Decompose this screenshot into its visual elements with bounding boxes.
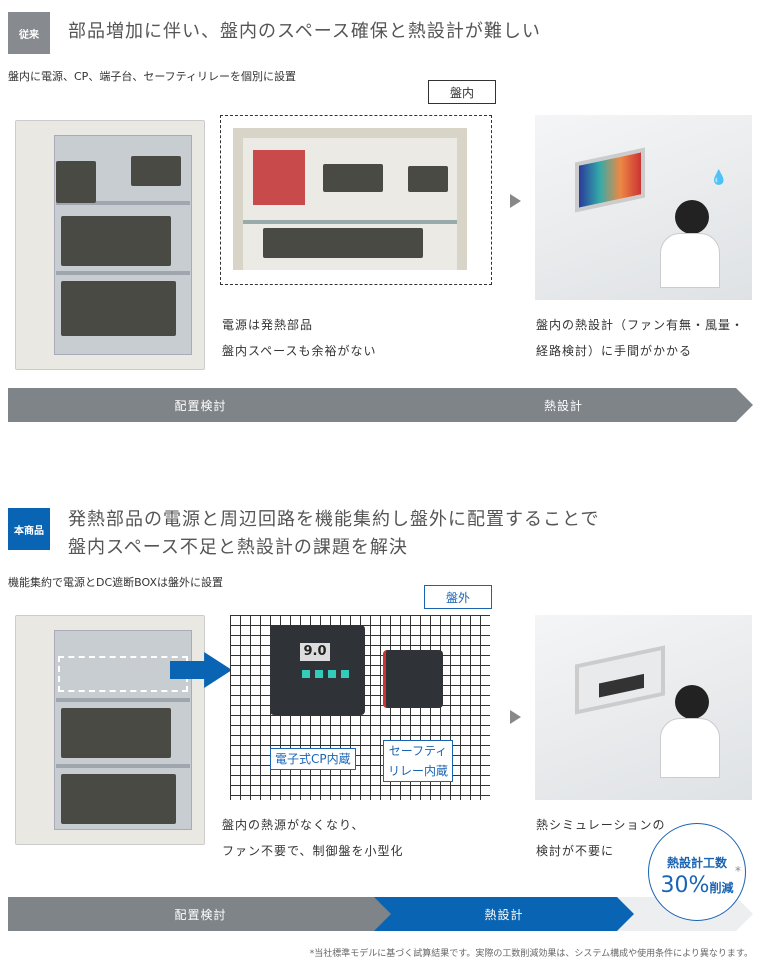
- freed-space-outline: [58, 656, 188, 692]
- conventional-badge: 従来: [8, 12, 50, 54]
- section-heading: 部品増加に伴い、盤内のスペース確保と熱設計が難しい: [68, 21, 541, 42]
- arrow-right-icon: [510, 194, 521, 208]
- footnote-mark: *: [735, 864, 741, 878]
- process-flow-bar: 配置検討 熱設計: [8, 897, 753, 932]
- left-description: 電源は発熱部品盤内スペースも余裕がない: [222, 318, 377, 358]
- outside-mount-grid: 9.0 電子式CP内蔵 セーフティリレー内蔵: [230, 615, 490, 800]
- arrow-right-icon: [510, 710, 521, 724]
- panel-inside-photo: [233, 128, 467, 270]
- new-product-badge: 本商品: [8, 508, 50, 550]
- thermal-simulation-screen: [575, 147, 645, 213]
- control-cabinet-illustration: [15, 120, 205, 370]
- callout-title: 熱設計工数: [666, 856, 727, 870]
- left-description: 盤内の熱源がなくなり、ファン不要で、制御盤を小型化: [222, 818, 404, 858]
- reduction-callout: 熱設計工数 30%削減 *: [648, 823, 746, 921]
- power-supply-hot: [253, 150, 305, 205]
- power-supply-device: 9.0: [270, 625, 365, 715]
- person-icon: [675, 200, 709, 234]
- process-flow-bar: 配置検討 熱設計: [8, 388, 753, 422]
- step-thermal-design: 熱設計: [374, 388, 753, 422]
- compact-cabinet-illustration: [15, 615, 205, 845]
- footnote: *当社標準モデルに基づく試算結果です。実際の工数削減効果は、システム構成や使用条…: [309, 949, 753, 959]
- sweat-drop-icon: 💧: [710, 170, 728, 186]
- outside-panel-label: 盤外: [424, 585, 492, 609]
- section-subtitle: 盤内に電源、CP、端子台、セーフティリレーを個別に設置: [8, 70, 296, 83]
- right-description: 盤内の熱設計（ファン有無・風量・経路検討）に手間がかかる: [536, 318, 745, 358]
- device-display: 9.0: [300, 643, 330, 661]
- zoom-frame: [220, 115, 492, 285]
- electronic-cp-label: 電子式CP内蔵: [270, 748, 356, 770]
- person-icon: [675, 685, 709, 719]
- engineer-relaxed-photo: [535, 615, 752, 800]
- step-layout: 配置検討: [8, 388, 393, 422]
- callout-suffix: 削減: [709, 881, 734, 895]
- step-thermal-design: 熱設計: [374, 897, 634, 931]
- right-description: 熱シミュレーションの検討が不要に: [536, 818, 666, 858]
- step-layout: 配置検討: [8, 897, 393, 931]
- engineer-thermal-design-photo: 💧: [535, 115, 752, 300]
- section-subtitle: 機能集約で電源とDC遮断BOXは盤外に設置: [8, 576, 223, 589]
- safety-relay-label: セーフティリレー内蔵: [383, 740, 454, 782]
- dc-cutoff-box-device: [383, 650, 443, 708]
- callout-value: 30%: [660, 873, 710, 898]
- section-heading: 発熱部品の電源と周辺回路を機能集約し盤外に配置することで盤内スペース不足と熱設計…: [68, 509, 600, 558]
- inside-panel-label: 盤内: [428, 80, 496, 104]
